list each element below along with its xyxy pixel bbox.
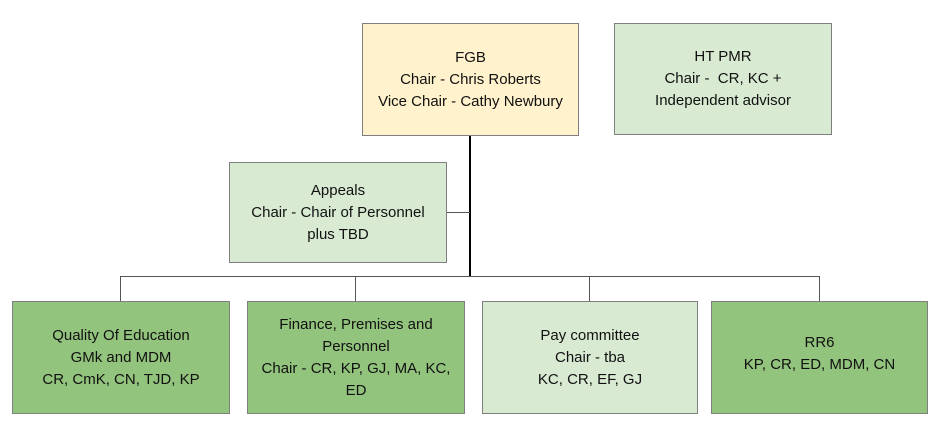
quality-title: Quality Of Education xyxy=(52,326,190,344)
connector-pay-drop xyxy=(589,276,590,301)
connector-finance-drop xyxy=(355,276,356,301)
quality-members: CR, CmK, CN, TJD, KP xyxy=(42,370,200,388)
connector-rr6-drop xyxy=(819,276,820,301)
appeals-box: Appeals Chair - Chair of Personnel plus … xyxy=(229,162,447,263)
appeals-title: Appeals xyxy=(310,181,366,199)
finance-title-line2: Personnel xyxy=(322,337,390,355)
rr6-title: RR6 xyxy=(804,334,835,351)
ht-pmr-advisor: Independent advisor xyxy=(655,92,791,109)
connector-appeals-branch xyxy=(447,212,470,213)
connector-quality-drop xyxy=(120,276,121,301)
pay-chair: Chair - tba xyxy=(554,348,626,366)
ht-pmr-chair: Chair - CR, KC + xyxy=(664,70,782,87)
fgb-vice-chair: Vice Chair - Cathy Newbury xyxy=(378,92,563,110)
ht-pmr-box: HT PMR Chair - CR, KC + Independent advi… xyxy=(614,23,832,135)
fgb-box: FGB Chair - Chris Roberts Vice Chair - C… xyxy=(362,23,579,136)
pay-committee-box: Pay committee Chair - tba KC, CR, EF, GJ xyxy=(482,301,698,414)
appeals-members: plus TBD xyxy=(307,225,369,243)
appeals-chair: Chair - Chair of Personnel xyxy=(251,203,425,221)
finance-chair-cont: ED xyxy=(345,381,367,399)
pay-members: KC, CR, EF, GJ xyxy=(537,370,643,388)
finance-chair: Chair - CR, KP, GJ, MA, KC, xyxy=(261,359,451,377)
finance-title-line1: Finance, Premises and xyxy=(279,315,433,333)
fgb-chair: Chair - Chris Roberts xyxy=(400,70,541,88)
quality-of-education-box: Quality Of Education GMk and MDM CR, CmK… xyxy=(12,301,230,414)
finance-premises-personnel-box: Finance, Premises and Personnel Chair - … xyxy=(247,301,465,414)
fgb-title: FGB xyxy=(455,48,486,66)
connector-committee-bar xyxy=(120,276,820,277)
connector-fgb-trunk xyxy=(469,136,471,277)
quality-chairs: GMk and MDM xyxy=(70,348,172,366)
rr6-members: KP, CR, ED, MDM, CN xyxy=(743,356,896,373)
rr6-box: RR6 KP, CR, ED, MDM, CN xyxy=(711,301,928,414)
pay-title: Pay committee xyxy=(540,326,640,344)
ht-pmr-title: HT PMR xyxy=(694,48,752,65)
